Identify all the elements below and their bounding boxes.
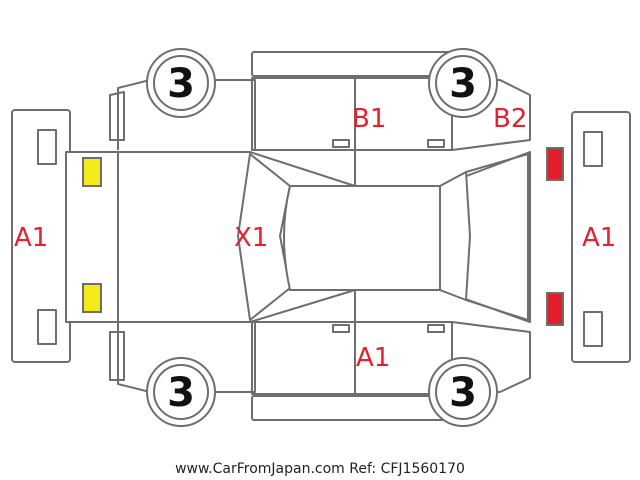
bottom-roof-rail — [251, 395, 451, 421]
mark-rear-bumper: A1 — [582, 223, 616, 253]
tire-rear-left-label: 3 — [449, 61, 477, 107]
rear-lamps — [546, 147, 564, 326]
tire-front-left: 3 — [146, 48, 216, 118]
front-left-lamp — [82, 157, 102, 187]
tire-front-right-label: 3 — [167, 370, 195, 416]
front-lamps — [82, 157, 102, 313]
top-roof-rail — [251, 51, 451, 77]
footer-reference: www.CarFromJapan.com Ref: CFJ1560170 — [175, 461, 465, 477]
top-side-body — [109, 77, 531, 151]
tire-rear-right: 3 — [428, 357, 498, 427]
front-right-lamp — [82, 283, 102, 313]
top-view-body — [65, 150, 531, 323]
mark-front-bumper: A1 — [14, 223, 48, 253]
tire-front-left-label: 3 — [167, 61, 195, 107]
tire-front-right: 3 — [146, 357, 216, 427]
tire-rear-right-label: 3 — [449, 370, 477, 416]
tire-rear-left: 3 — [428, 48, 498, 118]
rear-left-lamp — [546, 147, 564, 181]
mark-lower-side: A1 — [356, 343, 390, 373]
mark-rear-quarter: B2 — [493, 104, 527, 134]
rear-bumper — [571, 111, 631, 363]
mark-hood: X1 — [234, 223, 268, 253]
rear-right-lamp — [546, 292, 564, 326]
mark-roof-side: B1 — [352, 104, 386, 134]
